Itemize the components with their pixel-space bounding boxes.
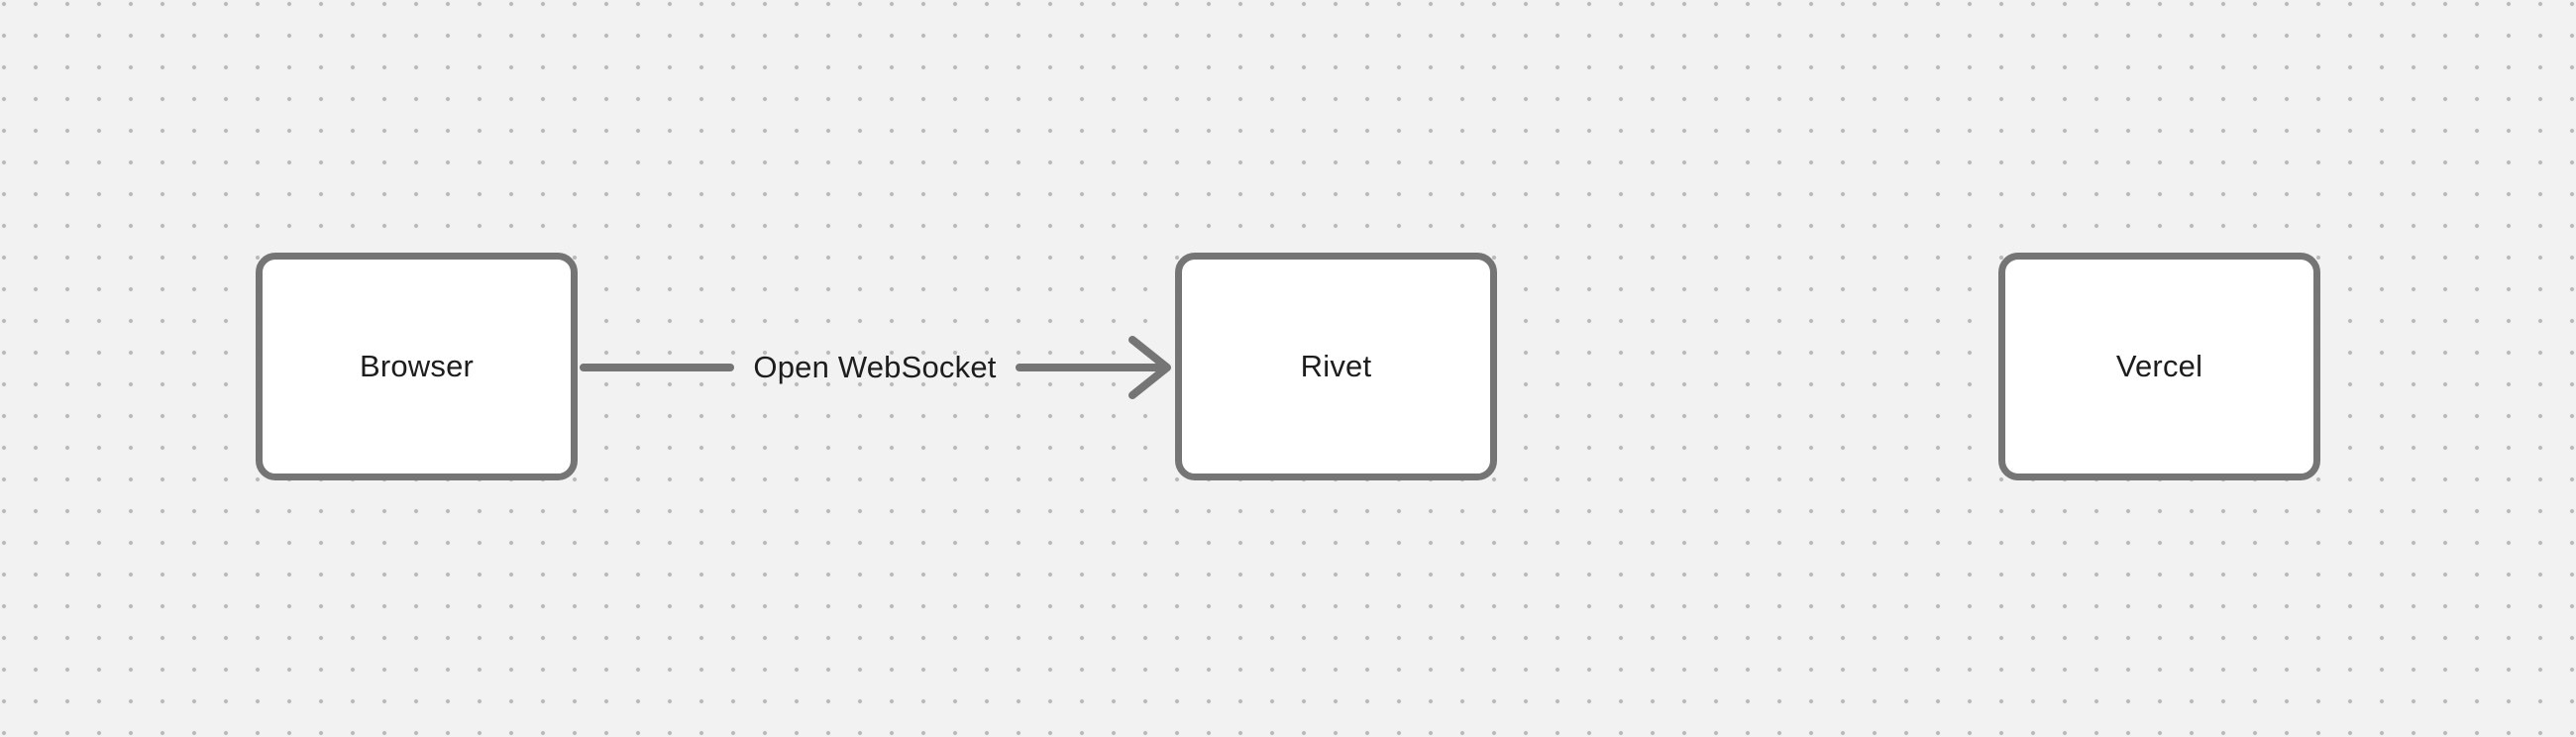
node-vercel-label: Vercel	[2115, 348, 2203, 383]
arrowhead-right-icon	[1128, 336, 1171, 399]
node-browser-label: Browser	[359, 348, 475, 383]
node-browser[interactable]: Browser	[256, 253, 578, 480]
edge-label-open-websocket[interactable]: Open WebSocket	[753, 350, 997, 384]
node-rivet-label: Rivet	[1300, 348, 1372, 383]
node-rivet[interactable]: Rivet	[1175, 253, 1497, 480]
node-vercel[interactable]: Vercel	[1998, 253, 2320, 480]
